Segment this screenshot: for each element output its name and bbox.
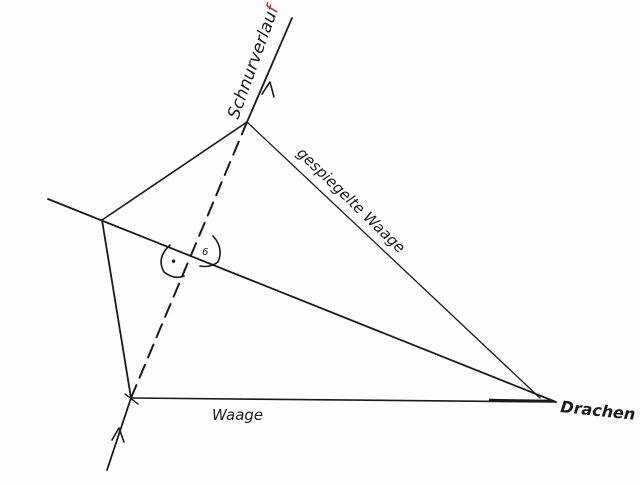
dashed-symmetry-line <box>130 121 248 399</box>
label-mirrored-bridle: gespiegelte Waage <box>293 144 409 257</box>
right-angle-arc-left <box>160 244 185 279</box>
line-course-extension <box>246 17 293 123</box>
right-angle-arc-right <box>199 235 221 268</box>
arrow-up-icon <box>261 81 275 98</box>
angle-six: 6 <box>202 247 208 258</box>
mirrored-bridle-line <box>246 121 541 399</box>
line-course-lower <box>106 397 132 471</box>
edge-left-to-top <box>101 121 248 221</box>
label-bridle: Waage <box>212 406 263 424</box>
bridle-line-emphasis <box>488 398 554 403</box>
angle-dot: • <box>170 255 177 269</box>
arrow-lower-icon <box>111 427 125 443</box>
vertex-tick <box>124 393 139 405</box>
edge-left-to-bottom <box>101 219 132 399</box>
bridle-line <box>130 397 557 403</box>
label-kite: Drachen <box>560 397 637 424</box>
sloped-baseline <box>47 198 557 403</box>
